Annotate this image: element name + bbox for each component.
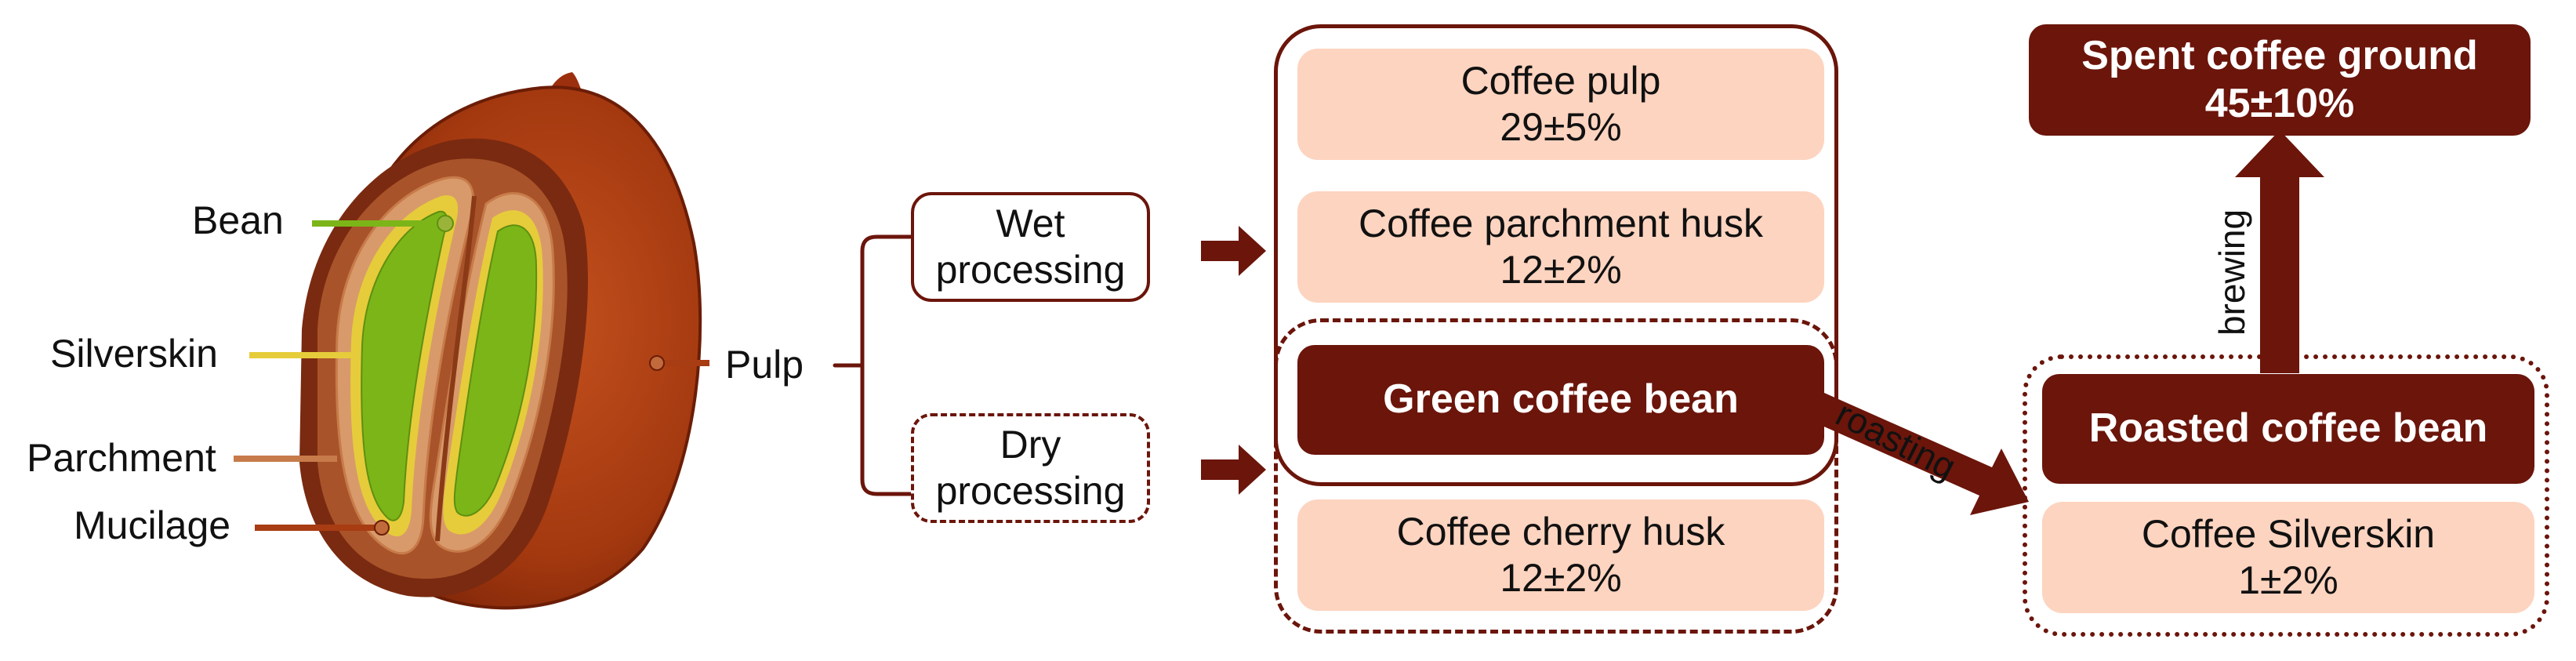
label-mucilage: Mucilage	[74, 503, 231, 547]
brewing-label: brewing	[2211, 209, 2252, 336]
coffee-parchment-husk-box: Coffee parchment husk 12±2%	[1297, 191, 1824, 303]
coffee-silverskin-value: 1±2%	[2238, 558, 2338, 602]
arrow-brewing	[2235, 130, 2324, 373]
dry-processing-box: Dry processing	[911, 413, 1150, 523]
spent-coffee-ground-value: 45±10%	[2204, 81, 2355, 126]
label-parchment: Parchment	[27, 436, 216, 480]
dry-products-frame	[1274, 318, 1838, 634]
spent-coffee-ground-name: Spent coffee ground	[2081, 32, 2478, 78]
wet-processing-line2: processing	[935, 248, 1126, 292]
label-silverskin: Silverskin	[50, 332, 218, 376]
coffee-parchment-husk-name: Coffee parchment husk	[1358, 202, 1764, 245]
coffee-pulp-value: 29±5%	[1500, 105, 1622, 149]
wet-products-frame	[1274, 24, 1838, 486]
roasted-products-frame	[2023, 354, 2549, 637]
dry-processing-line1: Dry	[1000, 423, 1061, 467]
arrow-dry-to-husk	[1201, 445, 1266, 495]
wet-processing-line1: Wet	[996, 202, 1065, 245]
arrow-roasting	[1791, 383, 2029, 515]
roasted-coffee-bean-box: Roasted coffee bean	[2042, 374, 2534, 484]
coffee-silverskin-box: Coffee Silverskin 1±2%	[2042, 502, 2534, 613]
coffee-cherry-husk-box: Coffee cherry husk 12±2%	[1297, 499, 1824, 611]
roasted-coffee-bean-label: Roasted coffee bean	[2088, 405, 2488, 452]
green-coffee-bean-label: Green coffee bean	[1383, 376, 1739, 423]
label-bean: Bean	[192, 198, 284, 242]
label-pulp: Pulp	[725, 343, 804, 387]
coffee-cherry-husk-name: Coffee cherry husk	[1396, 510, 1725, 554]
wet-processing-box: Wet processing	[911, 192, 1150, 302]
arrow-wet-to-pulp	[1201, 226, 1266, 276]
dry-processing-line2: processing	[935, 469, 1126, 513]
coffee-parchment-husk-value: 12±2%	[1500, 248, 1622, 292]
coffee-cherry-husk-value: 12±2%	[1500, 556, 1622, 600]
spent-coffee-ground-box: Spent coffee ground 45±10%	[2029, 24, 2531, 136]
green-coffee-bean-box: Green coffee bean	[1297, 345, 1824, 455]
coffee-pulp-name: Coffee pulp	[1460, 59, 1661, 103]
coffee-pulp-box: Coffee pulp 29±5%	[1297, 49, 1824, 160]
coffee-silverskin-name: Coffee Silverskin	[2141, 512, 2436, 556]
